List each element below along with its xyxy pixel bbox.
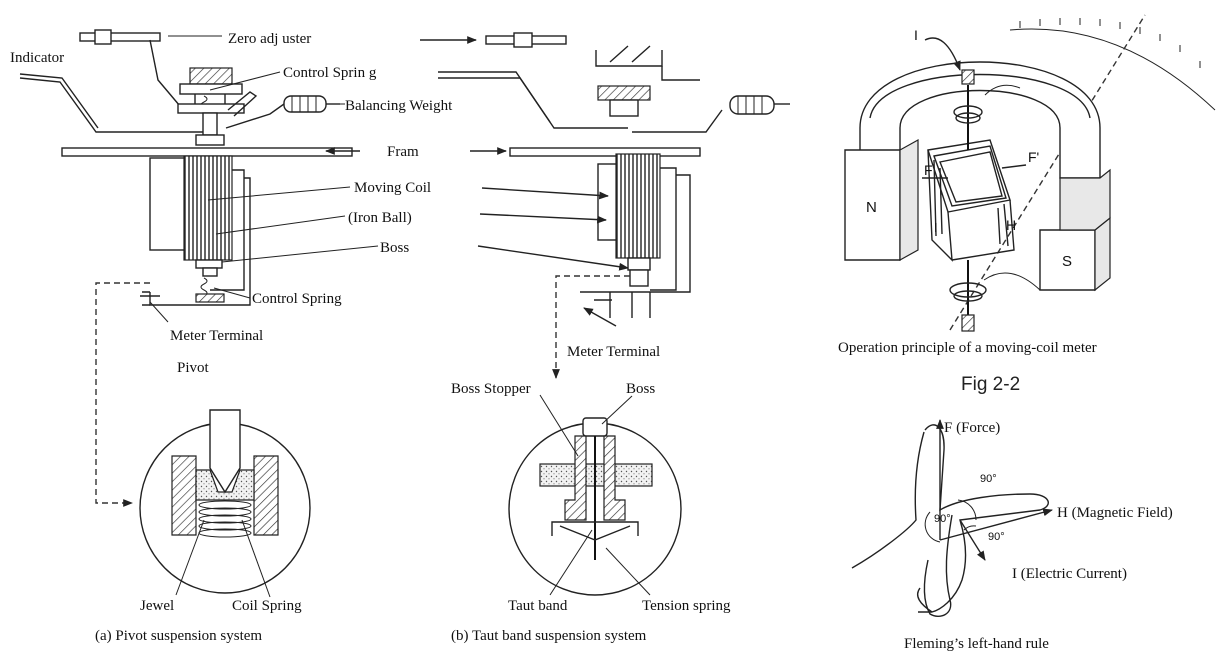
caption-pivot-system: (a) Pivot suspension system <box>95 628 262 644</box>
magnet-left <box>149 157 187 251</box>
label-north: N <box>866 199 877 216</box>
figure-number: Fig 2-2 <box>961 374 1020 395</box>
moving-coil-b <box>615 153 661 259</box>
control-spring-bottom-coil <box>200 277 208 297</box>
label-south: S <box>1062 253 1072 270</box>
zoom-dashed-line-b <box>552 275 630 379</box>
label-boss-stopper: Boss Stopper <box>451 381 531 397</box>
label-iron-ball: (Iron Ball) <box>348 210 412 226</box>
label-force-left: F <box>924 162 933 178</box>
moving-coil-principle-diagram <box>844 14 1216 332</box>
indicator-arm <box>19 77 210 133</box>
label-magnetic-field: H (Magnetic Field) <box>1057 505 1173 521</box>
balancing-weight <box>283 95 327 113</box>
label-coil-spring: Coil Spring <box>232 598 302 614</box>
label-angle-top: 90° <box>980 473 997 485</box>
label-zero-adjuster: Zero adj uster <box>228 31 311 47</box>
label-jewel: Jewel <box>140 598 174 614</box>
frame-bar <box>61 147 353 157</box>
zoom-dashed-line <box>95 282 150 507</box>
field-axis <box>939 508 1053 541</box>
label-balancing-weight: Balancing Weight <box>345 98 453 114</box>
balancing-weight-b <box>729 95 775 115</box>
label-taut-band: Taut band <box>508 598 568 614</box>
coil-spring <box>198 500 252 538</box>
label-control-spring-bottom: Control Spring <box>252 291 342 307</box>
label-field: H <box>1006 217 1016 233</box>
jewel <box>195 469 255 501</box>
label-meter-terminal-pivot: Meter Terminal <box>170 328 263 344</box>
moving-coil-body <box>183 155 233 261</box>
label-indicator: Indicator <box>10 50 64 66</box>
left-hand-rule-diagram <box>851 419 1053 618</box>
label-tension-spring: Tension spring <box>642 598 731 614</box>
label-angle-bottom: 90° <box>988 531 1005 543</box>
pivot-needle <box>209 409 241 494</box>
label-current-bottom: I <box>934 220 938 235</box>
pivot-suspension-diagram <box>19 29 379 598</box>
label-pivot: Pivot <box>177 360 210 376</box>
label-current-top: I <box>914 27 918 43</box>
label-meter-terminal-taut: Meter Terminal <box>567 344 660 360</box>
label-angle-left: 90° <box>934 513 951 525</box>
hand-outline <box>918 424 1049 613</box>
label-force-right: F' <box>1028 149 1039 165</box>
caption-taut-band-system: (b) Taut band suspension system <box>451 628 647 644</box>
boss-cap <box>582 417 608 437</box>
top-cap <box>189 67 233 85</box>
label-frame: Fram <box>387 144 419 160</box>
label-moving-coil: Moving Coil <box>354 180 431 196</box>
coil-windings <box>927 139 1015 262</box>
zero-adjuster-bar <box>79 32 161 42</box>
zero-adjuster-knob <box>94 29 112 45</box>
label-control-spring-top: Control Sprin g <box>283 65 377 81</box>
label-force: F (Force) <box>944 420 1000 436</box>
caption-left-hand-rule: Fleming’s left-hand rule <box>904 636 1049 652</box>
taut-band-diagram <box>420 32 790 596</box>
label-electric-current: I (Electric Current) <box>1012 566 1127 582</box>
label-boss: Boss <box>380 240 409 256</box>
current-axis <box>959 519 986 561</box>
caption-moving-coil-principle: Operation principle of a moving-coil met… <box>838 340 1097 356</box>
label-boss-b: Boss <box>626 381 655 397</box>
